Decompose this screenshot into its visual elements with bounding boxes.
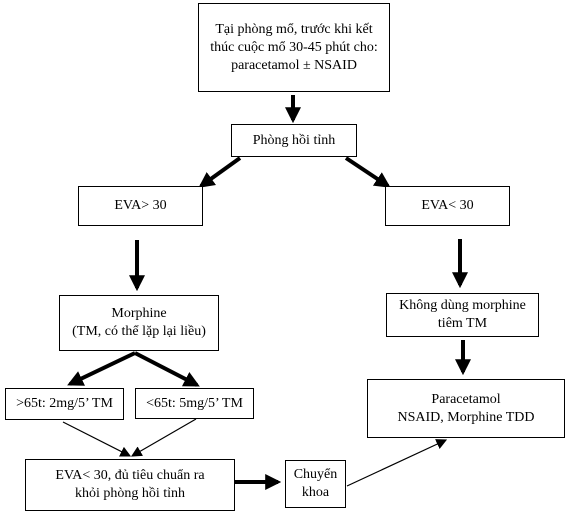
arrow-recovery-to-eva-low <box>344 156 391 188</box>
start-box: Tại phòng mổ, trước khi kết thúc cuộc mổ… <box>198 3 390 92</box>
eva-low-label: EVA< 30 <box>421 198 474 213</box>
morphine-line-1: Morphine <box>111 306 167 321</box>
recovery-room-box: Phòng hồi tỉnh <box>231 124 357 157</box>
arrow-transfer-to-paracetamol <box>346 439 448 487</box>
arrow-recovery-to-eva-high <box>198 156 242 188</box>
transfer-line-1: Chuyển <box>293 467 338 482</box>
no-morphine-line-2: tiêm TM <box>437 316 488 331</box>
discharge-line-2: khỏi phòng hồi tỉnh <box>74 486 186 501</box>
transfer-line-2: khoa <box>301 485 330 500</box>
arrow-morphine-to-under65 <box>134 351 200 387</box>
paracetamol-box: Paracetamol NSAID, Morphine TDD <box>367 379 565 438</box>
no-morphine-line-1: Không dùng morphine <box>399 298 526 313</box>
over65-dose-box: >65t: 2mg/5’ TM <box>5 388 124 420</box>
arrow-over65-to-discharge <box>62 421 132 457</box>
transfer-box: Chuyển khoa <box>285 460 346 508</box>
over65-dose-label: >65t: 2mg/5’ TM <box>16 396 113 411</box>
start-line-2: thúc cuộc mổ 30-45 phút cho: <box>210 39 378 55</box>
start-line-3: paracetamol ± NSAID <box>231 57 357 73</box>
recovery-room-label: Phòng hồi tỉnh <box>252 132 336 148</box>
eva-low-box: EVA< 30 <box>385 186 510 226</box>
no-morphine-box: Không dùng morphine tiêm TM <box>386 293 539 337</box>
under65-dose-box: <65t: 5mg/5’ TM <box>135 388 254 419</box>
discharge-criteria-box: EVA< 30, đủ tiêu chuẩn ra khỏi phòng hồi… <box>25 459 235 511</box>
discharge-line-1: EVA< 30, đủ tiêu chuẩn ra <box>55 468 205 483</box>
under65-dose-label: <65t: 5mg/5’ TM <box>146 395 243 411</box>
paracetamol-line-1: Paracetamol <box>431 391 501 407</box>
paracetamol-line-2: NSAID, Morphine TDD <box>397 409 535 425</box>
start-line-1: Tại phòng mổ, trước khi kết <box>215 21 373 37</box>
eva-high-label: EVA> 30 <box>114 198 167 213</box>
arrow-morphine-to-over65 <box>67 351 136 386</box>
eva-high-box: EVA> 30 <box>78 186 203 226</box>
arrow-under65-to-discharge <box>130 418 197 457</box>
morphine-line-2: (TM, có thể lặp lại liều) <box>72 324 206 339</box>
morphine-box: Morphine (TM, có thể lặp lại liều) <box>59 295 219 351</box>
